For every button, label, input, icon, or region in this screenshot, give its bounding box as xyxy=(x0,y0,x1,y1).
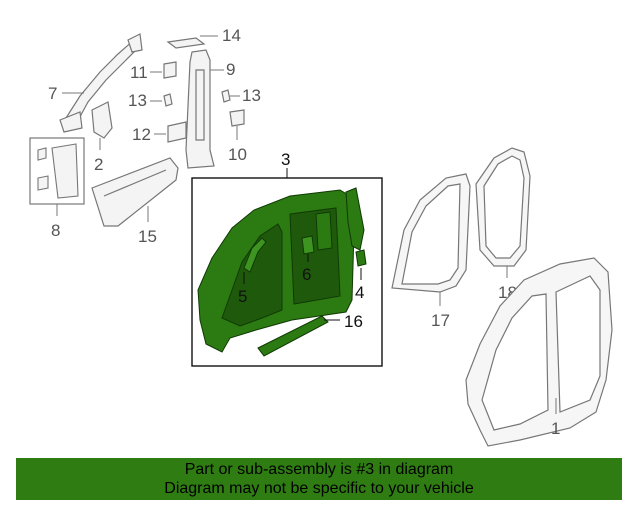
part-14 xyxy=(166,37,206,49)
callout-14: 14 xyxy=(222,26,241,45)
callout-2: 2 xyxy=(94,155,103,174)
callout-7: 7 xyxy=(48,84,57,103)
callout-15: 15 xyxy=(138,227,157,246)
callout-11: 11 xyxy=(130,63,148,82)
part-8 xyxy=(29,137,85,205)
callout-10: 10 xyxy=(228,145,247,164)
part-2 xyxy=(91,101,113,139)
part-5 xyxy=(243,237,267,273)
banner-line-2: Diagram may not be specific to your vehi… xyxy=(164,480,474,497)
part-11 xyxy=(163,61,177,79)
part-17 xyxy=(391,173,471,293)
callout-8: 8 xyxy=(51,221,60,240)
callout-16: 16 xyxy=(344,312,363,331)
part-7 xyxy=(59,33,143,133)
callout-6: 6 xyxy=(302,265,311,284)
part-16 xyxy=(257,315,329,357)
callout-9: 9 xyxy=(226,60,235,79)
part-12 xyxy=(167,121,187,143)
callout-1: 1 xyxy=(551,419,560,438)
part-4 xyxy=(345,187,367,267)
callout-17: 17 xyxy=(431,311,450,330)
callout-3: 3 xyxy=(281,150,290,169)
callout-5: 5 xyxy=(238,287,247,306)
part-15 xyxy=(91,157,179,227)
part-3-body-side xyxy=(197,189,355,353)
part-10 xyxy=(229,109,245,127)
callout-4: 4 xyxy=(355,283,364,302)
part-13-right xyxy=(221,89,231,103)
part-13-left xyxy=(163,93,173,107)
callout-12: 12 xyxy=(132,125,151,144)
callout-13-right: 13 xyxy=(242,86,261,105)
part-18 xyxy=(475,147,531,267)
diagram-notice-banner: Part or sub-assembly is #3 in diagram Di… xyxy=(16,458,622,500)
part-9 xyxy=(185,49,215,169)
callout-13-left: 13 xyxy=(128,91,147,110)
part-6 xyxy=(301,235,315,255)
part-1 xyxy=(465,257,613,447)
banner-line-1: Part or sub-assembly is #3 in diagram xyxy=(184,461,454,478)
